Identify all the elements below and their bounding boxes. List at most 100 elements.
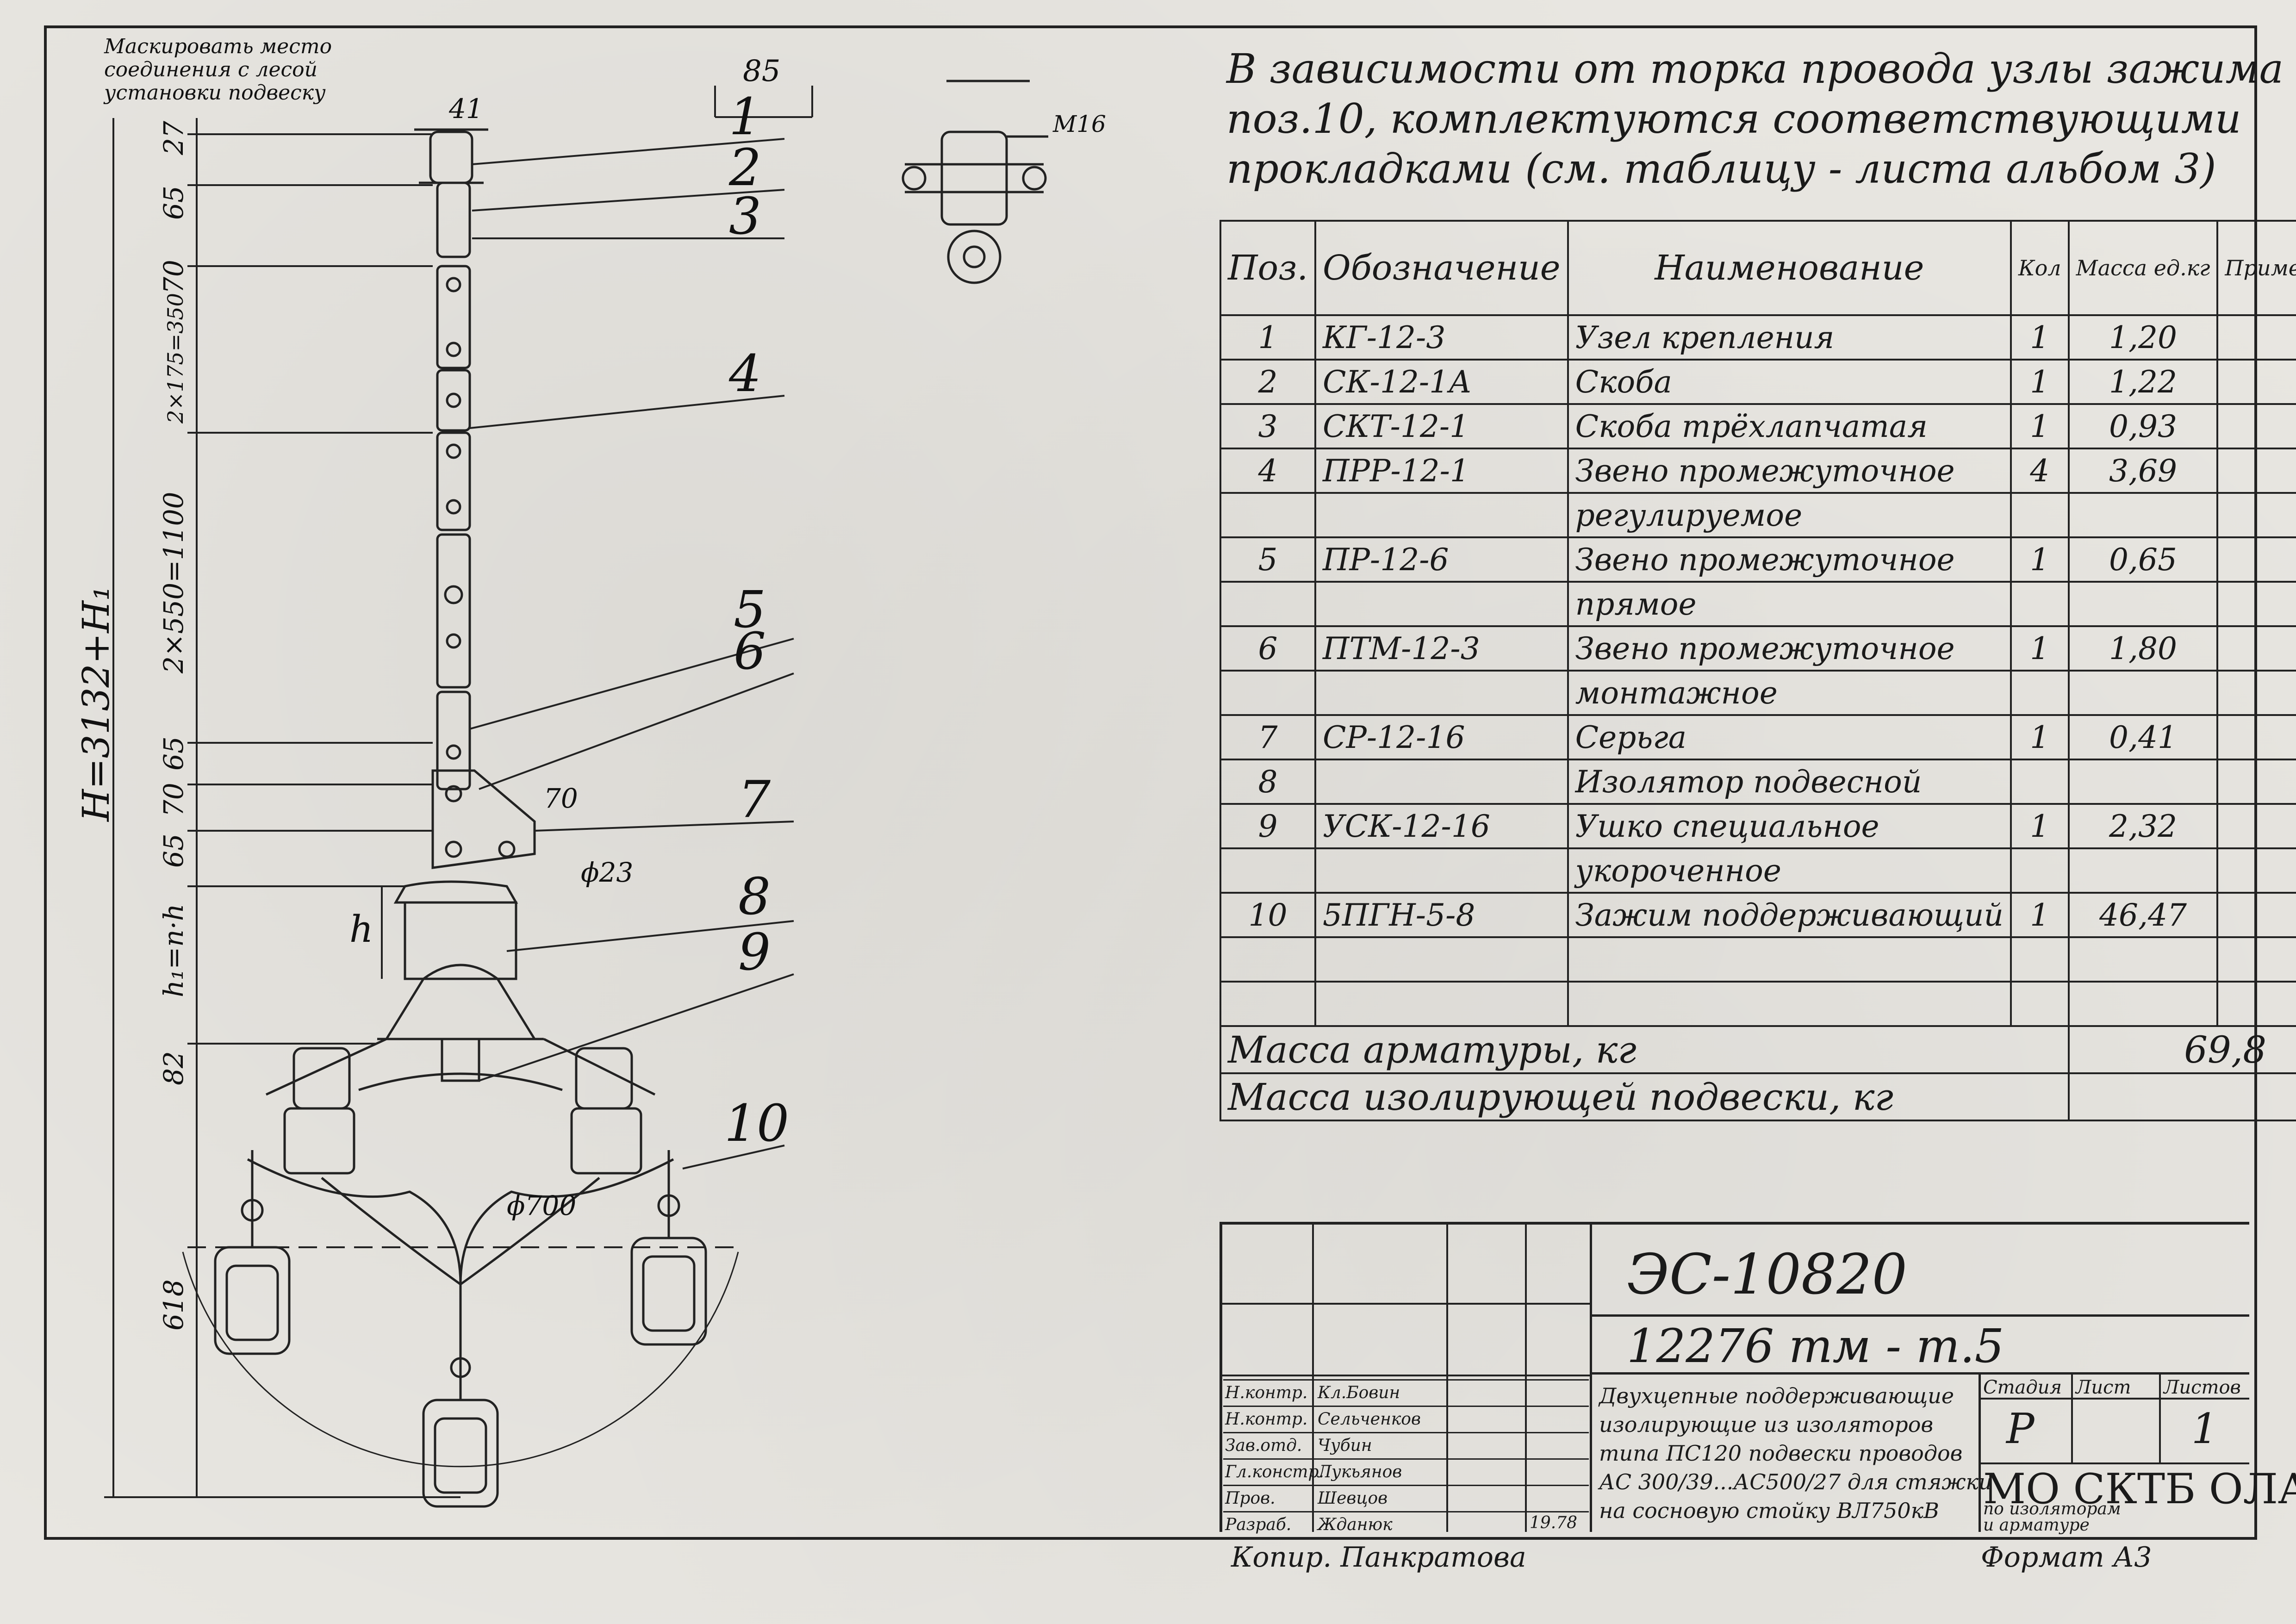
signature-role: Гл.констр. bbox=[1225, 1462, 1324, 1481]
table-cell: 4 bbox=[1220, 448, 1316, 494]
signature-name: Жданюк bbox=[1318, 1515, 1393, 1534]
table-cell bbox=[2010, 936, 2070, 983]
dim-27: 27 bbox=[158, 121, 189, 156]
table-cell bbox=[1220, 936, 1316, 983]
note-block: В зависимости от торка провода узлы зажи… bbox=[1226, 44, 2284, 194]
table-cell: 0,41 bbox=[2067, 714, 2219, 760]
org-sub-1: по изоляторам bbox=[1983, 1500, 2121, 1518]
table-cell bbox=[1220, 581, 1316, 627]
table-cell bbox=[1567, 981, 2012, 1027]
table-cell: КГ-12-3 bbox=[1314, 314, 1569, 361]
table-cell: 6 bbox=[1220, 625, 1316, 672]
title-block: ЭС-10820 12276 тм - т.5 Двухцепные подде… bbox=[1220, 1222, 2296, 1535]
table-cell bbox=[2010, 847, 2070, 894]
table-row: укороченное bbox=[1220, 847, 2296, 894]
label-sheets: Листов bbox=[2164, 1377, 2241, 1398]
table-cell bbox=[2216, 625, 2296, 672]
date-value: 19.78 bbox=[1530, 1513, 1578, 1532]
table-cell: Скоба трёхлапчатая bbox=[1567, 403, 2012, 449]
note-line-2: поз.10, комплектуются соответствующими bbox=[1226, 95, 2241, 143]
dim-d700: ϕ700 bbox=[507, 1190, 576, 1221]
dim-total: H=3132+H₁ bbox=[75, 586, 118, 822]
table-cell: Скоба bbox=[1567, 359, 2012, 405]
dim-85: 85 bbox=[743, 54, 780, 88]
col-pos: Поз. bbox=[1220, 220, 1316, 316]
table-cell: 1 bbox=[2010, 714, 2070, 760]
table-cell: 0,93 bbox=[2067, 403, 2219, 449]
description-line-1: Двухцепные поддерживающие bbox=[1599, 1383, 1954, 1408]
table-cell: 2 bbox=[1220, 359, 1316, 405]
table-cell: 9 bbox=[1220, 803, 1316, 849]
table-cell bbox=[2067, 581, 2219, 627]
table-cell bbox=[2010, 759, 2070, 805]
table-cell: 5 bbox=[1220, 536, 1316, 583]
dim-65a: 65 bbox=[158, 186, 189, 220]
callout-5: 5 bbox=[734, 580, 766, 639]
col-designation: Обозначение bbox=[1314, 220, 1569, 316]
parts-table: Поз. Обозначение Наименование Кол Масса … bbox=[1220, 220, 2296, 1121]
mass-fittings-label: Масса арматуры, кг bbox=[1220, 1025, 2070, 1074]
table-cell: 10 bbox=[1220, 892, 1316, 938]
dim-618: 618 bbox=[158, 1279, 189, 1331]
table-cell bbox=[2216, 403, 2296, 449]
table-cell: Звено промежуточное bbox=[1567, 536, 2012, 583]
corner-note-line-2: соединения с лесой bbox=[104, 58, 317, 81]
table-cell bbox=[2067, 936, 2219, 983]
table-cell bbox=[1220, 670, 1316, 716]
table-cell: 1 bbox=[2010, 625, 2070, 672]
table-cell bbox=[1314, 981, 1569, 1027]
col-mass: Масса ед.кг bbox=[2067, 220, 2219, 316]
table-cell bbox=[1567, 936, 2012, 983]
dim-70b: 70 bbox=[158, 783, 189, 817]
table-cell: СР-12-16 bbox=[1314, 714, 1569, 760]
callout-9: 9 bbox=[738, 922, 771, 982]
table-cell: укороченное bbox=[1567, 847, 2012, 894]
dim-2x175: 2×175=350 bbox=[163, 293, 188, 424]
table-cell: 5ПГН-5-8 bbox=[1314, 892, 1569, 938]
table-cell: ПР-12-6 bbox=[1314, 536, 1569, 583]
corner-note-line-3: установки подвеску bbox=[103, 81, 326, 105]
table-cell bbox=[1314, 759, 1569, 805]
table-cell bbox=[2216, 981, 2296, 1027]
table-cell bbox=[2216, 803, 2296, 849]
signature-role: Н.контр. bbox=[1225, 1410, 1308, 1429]
signature-row: Разраб. Жданюк bbox=[1223, 1511, 1589, 1537]
table-row: регулируемое bbox=[1220, 492, 2296, 538]
table-cell: 4 bbox=[2010, 448, 2070, 494]
mass-insulating-row: Масса изолирующей подвески, кг bbox=[1220, 1072, 2296, 1121]
table-cell bbox=[2010, 492, 2070, 538]
table-cell: 1,80 bbox=[2067, 625, 2219, 672]
assembly-drawing: 1 2 3 4 5 6 7 8 9 10 27 65 70 2×175=350 … bbox=[75, 35, 1106, 1508]
description-line-5: на сосновую стойку ВЛ750кВ bbox=[1599, 1498, 1939, 1523]
callout-7: 7 bbox=[738, 770, 771, 829]
table-cell bbox=[2010, 670, 2070, 716]
org-sub-2: и арматуре bbox=[1983, 1516, 2090, 1535]
table-cell: монтажное bbox=[1567, 670, 2012, 716]
col-name: Наименование bbox=[1567, 220, 2012, 316]
table-cell bbox=[2216, 759, 2296, 805]
signature-role: Пров. bbox=[1225, 1489, 1276, 1508]
table-cell: 1 bbox=[2010, 314, 2070, 361]
table-cell bbox=[2010, 981, 2070, 1027]
callout-8: 8 bbox=[738, 867, 771, 926]
callout-6: 6 bbox=[734, 622, 766, 681]
table-cell bbox=[2010, 581, 2070, 627]
dim-h: h bbox=[349, 908, 373, 951]
table-cell bbox=[2216, 492, 2296, 538]
signature-role: Разраб. bbox=[1225, 1515, 1292, 1534]
table-cell: 3,69 bbox=[2067, 448, 2219, 494]
table-cell: СКТ-12-1 bbox=[1314, 403, 1569, 449]
table-row: монтажное bbox=[1220, 670, 2296, 716]
table-cell bbox=[2216, 581, 2296, 627]
table-cell: СК-12-1А bbox=[1314, 359, 1569, 405]
table-cell: 1 bbox=[2010, 403, 2070, 449]
table-cell bbox=[1314, 847, 1569, 894]
table-cell: 1 bbox=[2010, 536, 2070, 583]
description: Двухцепные поддерживающие изолирующие из… bbox=[1599, 1381, 1992, 1525]
